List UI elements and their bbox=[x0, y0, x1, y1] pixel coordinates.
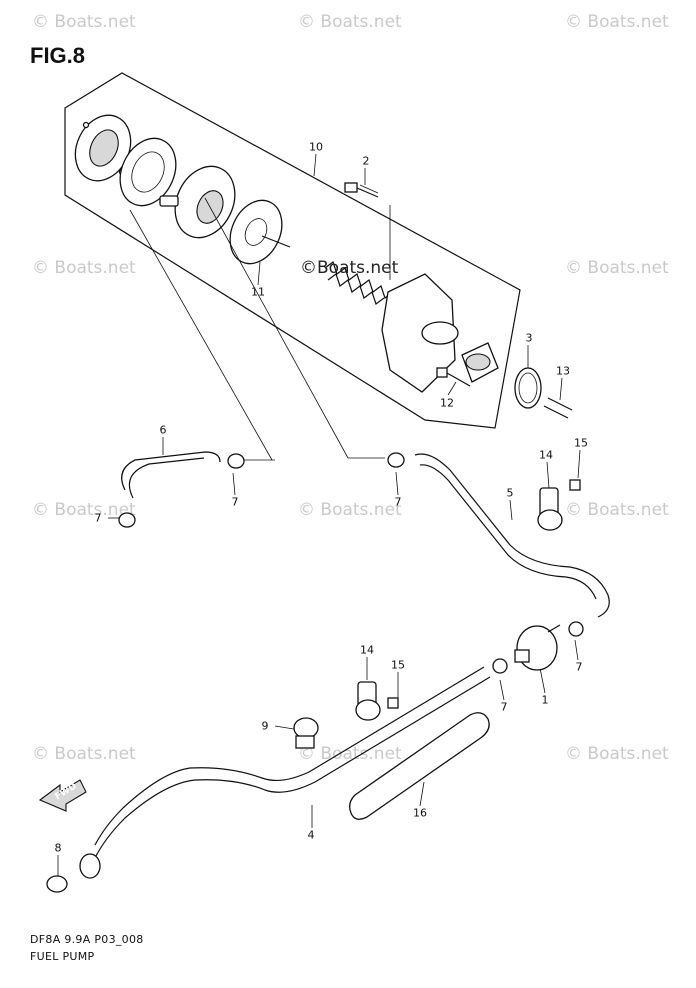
callout-3: 3 bbox=[525, 331, 533, 345]
fuel-hose-5 bbox=[414, 453, 610, 618]
callout-4: 4 bbox=[307, 828, 315, 842]
watermark-left-3: © Boats.net bbox=[32, 744, 136, 764]
hose-end-4 bbox=[79, 853, 101, 879]
fuel-hose-4 bbox=[94, 676, 491, 859]
callout-5: 5 bbox=[506, 486, 514, 500]
pin bbox=[543, 397, 573, 419]
callout-2: 2 bbox=[362, 154, 370, 168]
watermark-mid-right: © Boats.net bbox=[565, 258, 669, 278]
callout-8: 8 bbox=[54, 841, 62, 855]
hose-clip-9 bbox=[293, 717, 319, 749]
hose-bracket-14 bbox=[537, 479, 581, 531]
fwd-arrow-icon bbox=[38, 779, 87, 812]
center-watermark: ©Boats.net bbox=[300, 258, 399, 278]
pump-gasket bbox=[119, 137, 177, 207]
watermark-mid-left: © Boats.net bbox=[32, 258, 136, 278]
watermark-top-center: © Boats.net bbox=[298, 12, 402, 32]
leader-lines bbox=[57, 153, 581, 876]
pump-spring bbox=[324, 261, 394, 305]
footer-model-code: DF8A 9.9A P03_008 bbox=[30, 933, 144, 946]
watermark-right-3: © Boats.net bbox=[565, 744, 669, 764]
watermark-top-right: © Boats.net bbox=[565, 12, 669, 32]
callout-7a: 7 bbox=[231, 495, 239, 509]
fuel-pump-assembly-outline bbox=[64, 72, 521, 429]
hose-clip bbox=[118, 452, 584, 674]
callout-14b: 14 bbox=[360, 643, 374, 657]
callout-15a: 15 bbox=[574, 436, 588, 450]
bolt-2 bbox=[344, 182, 379, 198]
callout-11: 11 bbox=[251, 285, 265, 299]
callout-12: 12 bbox=[440, 396, 454, 410]
callout-14a: 14 bbox=[539, 448, 553, 462]
pump-cover-plate bbox=[74, 114, 132, 182]
callout-7c: 7 bbox=[394, 495, 402, 509]
fuel-hose-6 bbox=[121, 451, 221, 491]
callout-13: 13 bbox=[556, 364, 570, 378]
callout-7e: 7 bbox=[500, 700, 508, 714]
hose-clip-8 bbox=[46, 875, 68, 893]
callout-16: 16 bbox=[413, 806, 427, 820]
watermark-center-3: © Boats.net bbox=[298, 744, 402, 764]
watermark-left-2: © Boats.net bbox=[32, 500, 136, 520]
footer-section-name: FUEL PUMP bbox=[30, 950, 95, 963]
watermark-top-left: © Boats.net bbox=[32, 12, 136, 32]
watermark-right-2: © Boats.net bbox=[565, 500, 669, 520]
hose-bracket-14-lower bbox=[355, 681, 399, 721]
diaphragm-assembly bbox=[229, 199, 291, 265]
callout-15b: 15 bbox=[391, 658, 405, 672]
callout-7d: 7 bbox=[575, 660, 583, 674]
figure-title: FIG.8 bbox=[30, 43, 86, 68]
watermark-center-2: © Boats.net bbox=[298, 500, 402, 520]
callout-7b: 7 bbox=[94, 511, 102, 525]
callout-6: 6 bbox=[159, 423, 167, 437]
callout-9: 9 bbox=[261, 719, 269, 733]
callout-1: 1 bbox=[541, 693, 549, 707]
callout-10: 10 bbox=[309, 140, 323, 154]
fuel-hose-16 bbox=[349, 712, 490, 820]
fuel-filter bbox=[514, 624, 561, 671]
bolt-12 bbox=[436, 367, 471, 387]
